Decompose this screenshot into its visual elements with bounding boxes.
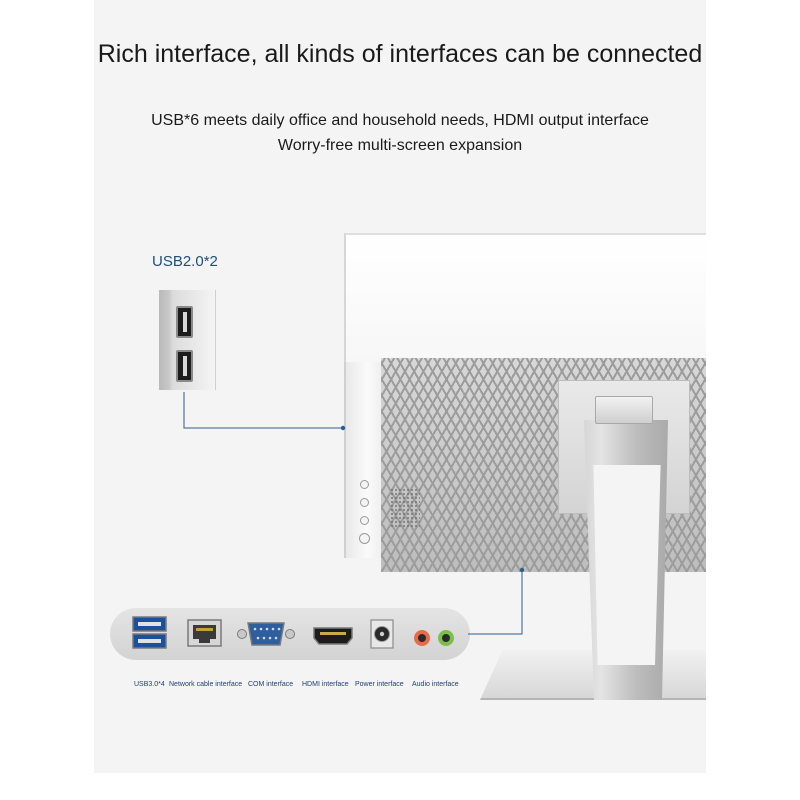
stand-arm-cutout (593, 465, 661, 665)
ethernet-port-icon (187, 619, 222, 647)
io-label-com: COM interface (248, 681, 294, 688)
side-button-3 (360, 516, 369, 525)
io-label-power: Power interface (355, 681, 404, 688)
audio-jack-icon (414, 630, 454, 646)
side-button-1 (360, 480, 369, 489)
usb-icon (132, 616, 167, 649)
io-leader-line (468, 570, 523, 635)
monitor-back-cover (344, 233, 706, 363)
usb-port-icon (176, 350, 193, 382)
hdmi-port-icon (313, 627, 353, 645)
power-button-icon (359, 533, 370, 544)
usb2-leader-dot (340, 425, 346, 431)
monitor-side-panel (344, 362, 381, 558)
subtitle-line-1: USB*6 meets daily office and household n… (151, 112, 649, 129)
page-title: Rich interface, all kinds of interfaces … (97, 40, 703, 68)
usb2-leader-line (183, 392, 343, 429)
com-port-icon (237, 622, 295, 646)
usb2-callout-label: USB2.0*2 (152, 253, 218, 270)
io-label-audio: Audio interface (412, 681, 459, 688)
io-label-network: Network cable interface (169, 681, 243, 688)
io-label-usb3: USB3.0*4 (134, 681, 165, 688)
io-label-hdmi: HDMI interface (302, 681, 349, 688)
io-leader-dot (519, 567, 525, 573)
power-jack-icon (370, 619, 394, 649)
usb-port-icon (176, 306, 193, 338)
stand-release-clip (595, 396, 653, 424)
side-button-2 (360, 498, 369, 507)
subtitle-line-2: Worry-free multi-screen expansion (277, 137, 523, 154)
usb2-side-ports (159, 290, 216, 390)
speaker-grill (390, 488, 420, 528)
